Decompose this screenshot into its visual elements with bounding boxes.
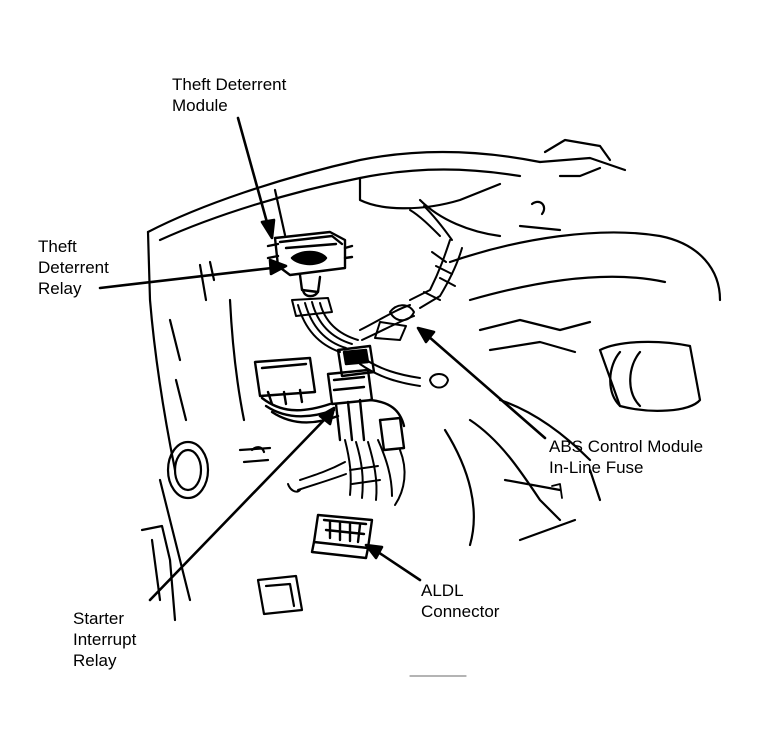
label-line: Starter xyxy=(73,609,125,628)
fuse-symbol-icon xyxy=(551,483,563,499)
starter-relay-leader xyxy=(148,416,328,602)
lower-left-details xyxy=(140,260,304,622)
label-line: Module xyxy=(172,96,228,115)
abs-fuse-leader xyxy=(426,334,547,440)
label-theft-deterrent-module: Theft Deterrent Module xyxy=(172,74,286,116)
theft-module-leader xyxy=(236,116,270,228)
label-line: ALDL xyxy=(421,581,464,600)
label-line: Theft Deterrent xyxy=(172,75,287,94)
lower-harness xyxy=(287,439,406,506)
aldl-leader xyxy=(376,550,422,582)
leader-arrows xyxy=(98,116,547,602)
wire-harness xyxy=(291,205,463,389)
label-theft-deterrent-relay: Theft Deterrent Relay xyxy=(38,236,109,299)
theft-module-arrowhead xyxy=(260,218,276,240)
label-starter-interrupt-relay: Starter Interrupt Relay xyxy=(73,608,136,671)
label-aldl-connector: ALDL Connector xyxy=(421,580,499,622)
label-line: ABS Control Module xyxy=(549,437,704,456)
label-line: In-Line Fuse xyxy=(549,458,644,477)
label-line: Theft xyxy=(38,237,77,256)
theft-relay-leader xyxy=(98,266,274,290)
label-line: Interrupt xyxy=(73,630,137,649)
abs-fuse-arrowhead xyxy=(416,326,436,344)
label-line: Relay xyxy=(73,651,117,670)
theft-relay-arrowhead xyxy=(268,258,288,276)
label-line: Deterrent xyxy=(38,258,109,277)
aldl-connector-drawing xyxy=(310,513,374,560)
steering-column xyxy=(443,231,722,547)
dashboard-outline xyxy=(146,138,627,472)
aldl-arrowhead xyxy=(364,543,384,560)
starter-relay-arrowhead xyxy=(318,406,336,426)
label-line: Relay xyxy=(38,279,82,298)
starter-relay-drawing xyxy=(326,344,406,452)
label-line: Connector xyxy=(421,602,500,621)
label-abs-control-module-fuse: ABS Control Module In-Line Fuse xyxy=(549,436,703,478)
